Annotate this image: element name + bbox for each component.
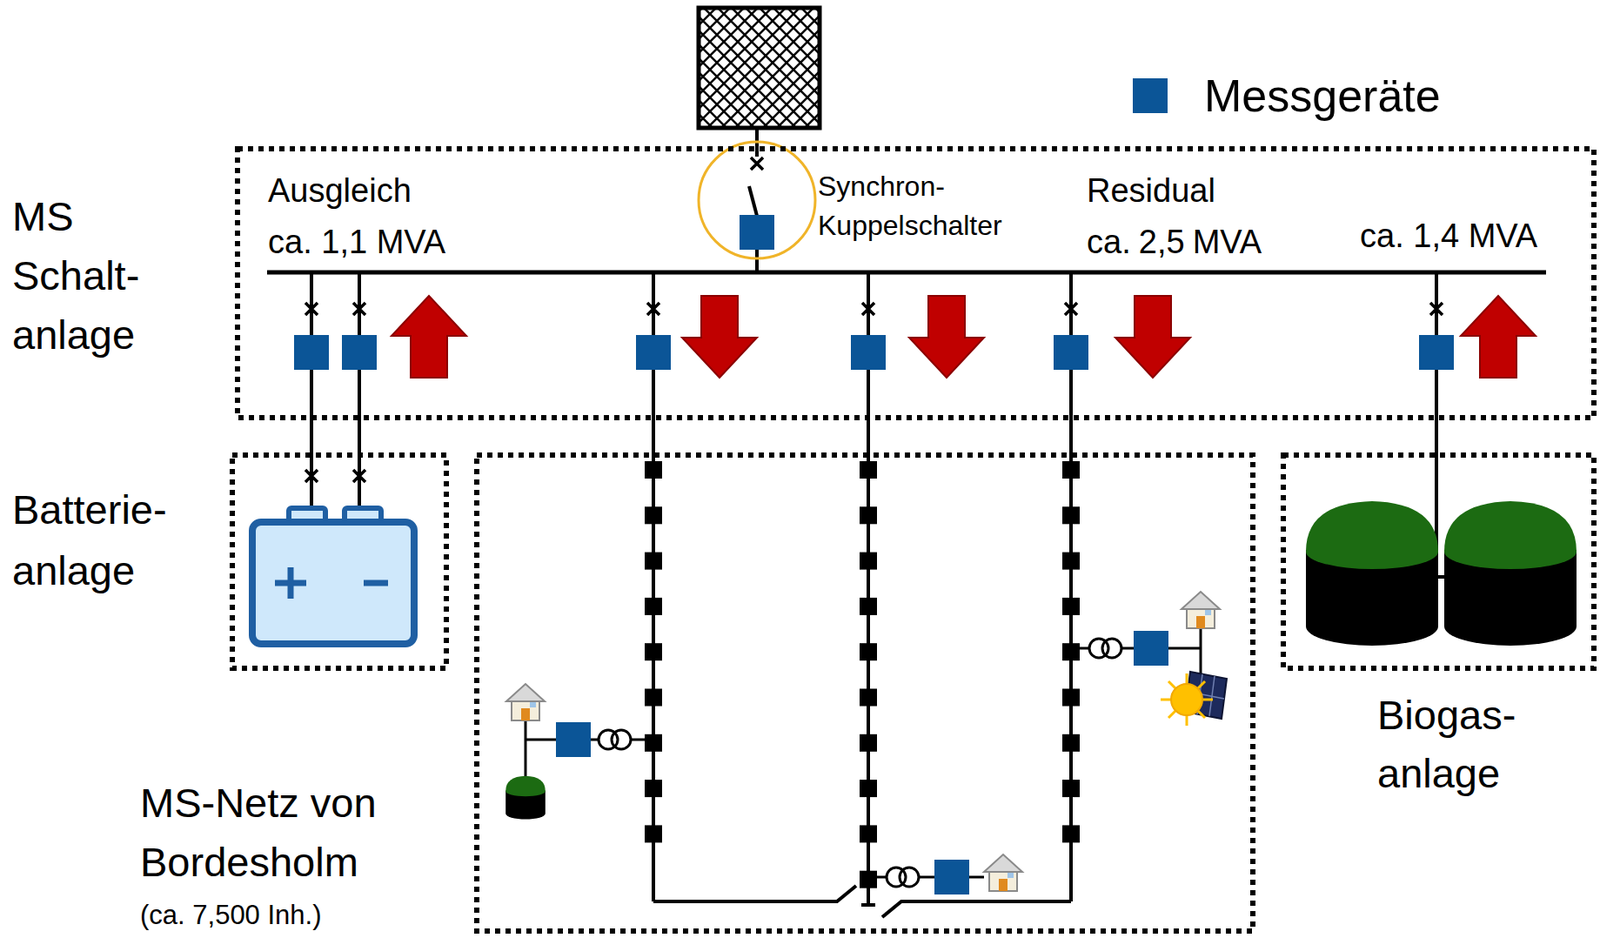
legend-text: Messgeräte — [1204, 69, 1441, 122]
station-square — [859, 642, 877, 661]
station-square — [859, 689, 877, 707]
feeder-line — [1069, 420, 1073, 453]
station-square — [1062, 824, 1080, 843]
station-square — [859, 597, 877, 616]
station-square — [859, 734, 877, 752]
station-square — [859, 461, 877, 479]
feeder-line — [309, 420, 314, 453]
feeder-line — [866, 420, 871, 453]
station-square — [644, 552, 663, 570]
region-heading: Batterie- anlage — [12, 479, 171, 602]
region-box: Biogas- anlage — [1280, 452, 1597, 671]
dotted-border — [229, 452, 449, 671]
feeder-line — [1434, 420, 1439, 453]
station-square — [1062, 734, 1080, 752]
station-square — [1062, 597, 1080, 616]
station-square — [859, 506, 877, 524]
station-square — [644, 461, 663, 479]
station-square — [859, 779, 877, 797]
rating-label: Residual ca. 2,5 MVA — [1086, 165, 1266, 268]
dotted-border — [474, 452, 1256, 934]
station-square — [644, 506, 663, 524]
station-square — [1062, 779, 1080, 797]
region-heading: Biogas- anlage — [1377, 685, 1520, 803]
station-square — [644, 689, 663, 707]
feeder-line — [651, 420, 656, 453]
rating-label: Ausgleich ca. 1,1 MVA — [267, 165, 450, 268]
station-square — [1062, 689, 1080, 707]
station-square — [859, 870, 877, 889]
station-square — [1062, 642, 1080, 661]
station-square — [1062, 506, 1080, 524]
rating-label: ca. 1,4 MVA — [1359, 216, 1538, 255]
station-square — [644, 824, 663, 843]
station-square — [859, 552, 877, 570]
region-box: MS-Netz von Bordesholm(ca. 7,500 Inh.) — [474, 452, 1256, 934]
region-heading: MS-Netz von Bordesholm — [140, 773, 381, 892]
region-note: (ca. 7,500 Inh.) — [140, 899, 322, 931]
region-box: Batterie- anlage — [229, 452, 449, 671]
region-heading: MS Schalt- anlage — [12, 187, 144, 365]
station-square — [644, 642, 663, 661]
station-square — [1062, 461, 1080, 479]
station-square — [859, 824, 877, 843]
station-square — [1062, 552, 1080, 570]
station-square — [644, 779, 663, 797]
rating-label: Synchron- Kuppelschalter — [817, 167, 1006, 246]
dotted-border — [1280, 452, 1597, 671]
legend-swatch — [1132, 78, 1168, 114]
station-square — [644, 734, 663, 752]
station-square — [644, 597, 663, 616]
feeder-line — [357, 420, 362, 453]
